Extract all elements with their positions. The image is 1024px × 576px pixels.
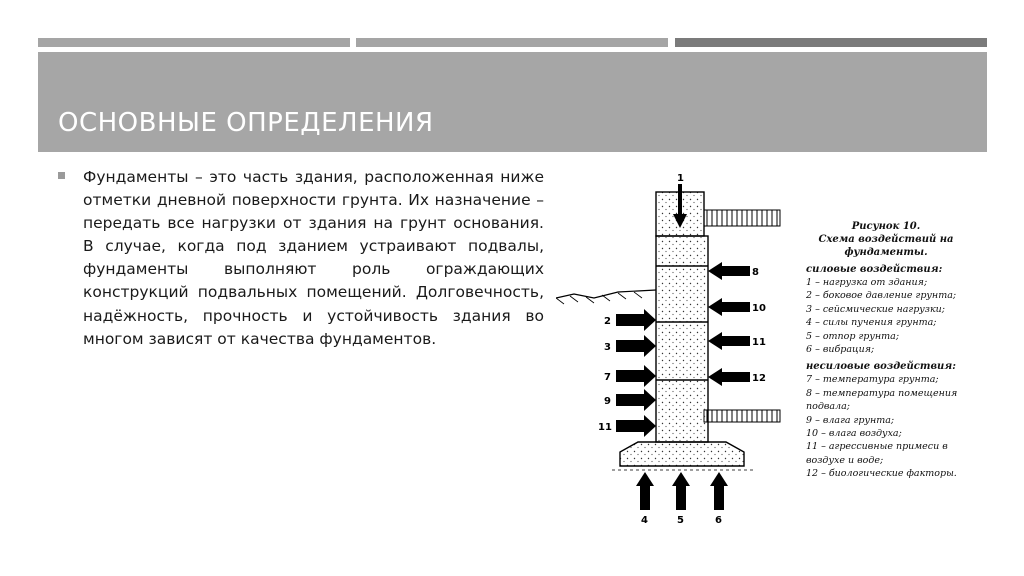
force-heading: силовые воздействия:: [806, 264, 943, 275]
ground-hatching: [556, 291, 643, 305]
ground-surface: [556, 289, 657, 299]
label-6: 6: [715, 515, 722, 526]
floor-slab-bottom: [703, 409, 781, 423]
legend-item: 4 – силы пучения грунта;: [806, 317, 937, 329]
foundation-footing: [619, 441, 745, 467]
foundation-diagram-svg: 1 8 10 11 12 2 3 7 9 11 4 5 6: [556, 173, 781, 526]
label-7: 7: [604, 372, 611, 383]
label-8: 8: [752, 267, 759, 278]
arrow-4: [640, 486, 650, 510]
label-3: 3: [604, 342, 611, 353]
arrow-9: [616, 394, 644, 406]
arrow-10: [722, 302, 750, 312]
legend-item: 3 – сейсмические нагрузки;: [806, 303, 945, 315]
figure-caption-number: Рисунок 10.: [851, 221, 921, 232]
legend-item: 2 – боковое давление грунта;: [806, 290, 957, 302]
legend-item: 7 – температура грунта;: [806, 374, 939, 386]
arrow-12: [722, 372, 750, 382]
arrow-3: [616, 340, 644, 352]
legend-item: 11 – агрессивные примеси в воздухе и вод…: [806, 441, 948, 466]
nonforce-heading: несиловые воздействия:: [806, 361, 956, 373]
label-4: 4: [641, 515, 648, 526]
label-11-left: 11: [598, 422, 612, 433]
legend-item: 6 – вибрация;: [806, 344, 875, 356]
arrow-7: [616, 370, 644, 382]
arrow-2: [616, 314, 644, 326]
arrow-1-head: [673, 214, 687, 228]
figure-caption-title: Схема воздействий на фундаменты.: [818, 234, 954, 258]
arrow-5: [676, 486, 686, 510]
arrow-11-right: [722, 336, 750, 346]
figure-legend: Рисунок 10. Схема воздействий на фундаме…: [806, 220, 966, 481]
slide-title: ОСНОВНЫЕ ОПРЕДЕЛЕНИЯ: [58, 108, 434, 138]
bullet-marker: [58, 172, 65, 179]
title-band: ОСНОВНЫЕ ОПРЕДЕЛЕНИЯ: [38, 52, 987, 152]
foundation-diagram: 1 8 10 11 12 2 3 7 9 11 4 5 6: [556, 170, 786, 530]
label-12: 12: [752, 373, 766, 384]
label-9: 9: [604, 396, 611, 407]
label-2: 2: [604, 316, 611, 327]
legend-item: 10 – влага воздуха;: [806, 428, 902, 440]
arrow-8: [722, 266, 750, 276]
header-strip-right: [675, 38, 987, 47]
label-5: 5: [677, 515, 684, 526]
legend-item: 12 – биологические факторы.: [806, 468, 957, 480]
bullet-list: Фундаменты – это часть здания, расположе…: [58, 166, 544, 351]
legend-item: 8 – температура помещения подвала;: [806, 387, 958, 413]
bullet-text: Фундаменты – это часть здания, расположе…: [83, 168, 544, 348]
legend-item: 9 – влага грунта;: [806, 414, 895, 426]
legend-item: 5 – отпор грунта;: [806, 330, 900, 342]
arrow-6: [714, 486, 724, 510]
floor-slab-top: [703, 209, 781, 227]
nonforce-list: 7 – температура грунта; 8 – температура …: [806, 373, 966, 480]
label-10: 10: [752, 303, 766, 314]
header-strip-left: [38, 38, 350, 47]
foundation-wall: [655, 235, 709, 443]
force-list: 1 – нагрузка от здания; 2 – боковое давл…: [806, 276, 966, 356]
label-1: 1: [677, 173, 684, 184]
legend-item: 1 – нагрузка от здания;: [806, 277, 928, 288]
label-11-right: 11: [752, 337, 766, 348]
header-strip-middle: [356, 38, 668, 47]
arrow-11-left: [616, 420, 644, 432]
